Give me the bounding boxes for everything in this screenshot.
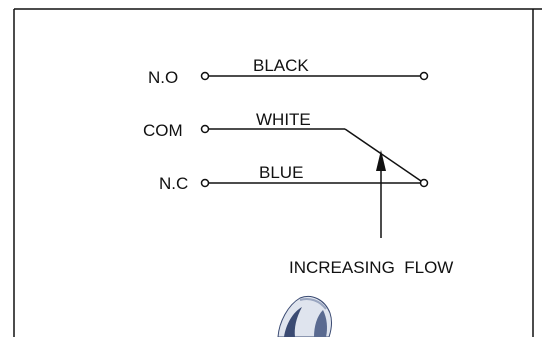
wire-label-blue: BLUE <box>259 163 303 182</box>
wire-label-white: WHITE <box>256 110 311 129</box>
wire-label-black: BLACK <box>253 56 309 75</box>
terminal-nc-right <box>419 178 429 188</box>
terminal-label-nc: N.C <box>159 174 188 193</box>
terminal-label-no: N.O <box>148 68 178 87</box>
terminal-label-com: COM <box>143 121 183 140</box>
terminal-no-right <box>419 71 429 81</box>
flow-label: INCREASING FLOW <box>289 258 453 277</box>
terminal-com-left <box>200 124 210 134</box>
terminal-nc-left <box>200 178 210 188</box>
switch-contact-arm <box>344 128 422 182</box>
flow-arrow-head <box>376 150 386 171</box>
terminal-no-left <box>200 71 210 81</box>
probe-fitting-image <box>277 295 333 337</box>
